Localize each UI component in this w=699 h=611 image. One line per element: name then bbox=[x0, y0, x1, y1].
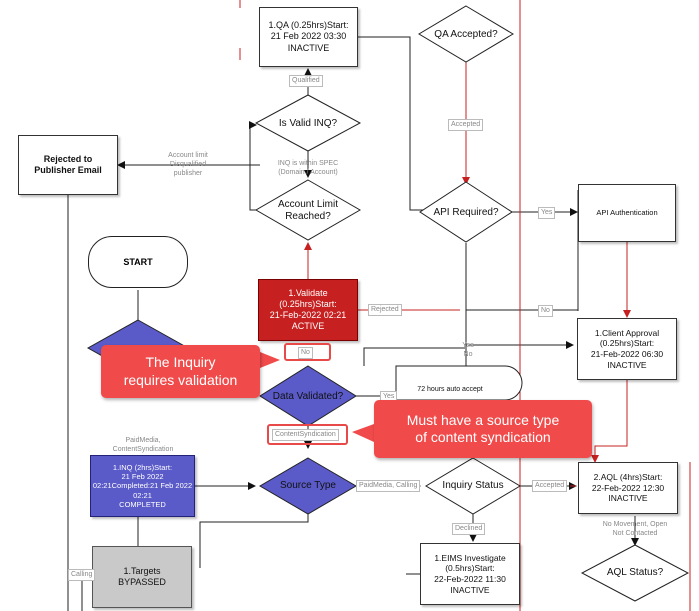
inquiry-status-diamond bbox=[425, 457, 521, 515]
start-node[interactable]: START bbox=[88, 236, 188, 288]
edge-label-qualified: Qualified bbox=[289, 75, 323, 87]
edge-label-yes-no: Yes No bbox=[462, 342, 474, 358]
qa-accepted-label: QA Accepted? bbox=[434, 29, 498, 40]
data-validated-diamond bbox=[259, 365, 357, 427]
edge-label-no-validate: No bbox=[298, 347, 313, 359]
data-validated-label: Data Validated? bbox=[272, 391, 344, 402]
edge-label-yes-api: Yes bbox=[538, 207, 556, 219]
inquiry-status-label: Inquiry Status bbox=[442, 480, 504, 491]
edge-label-accepted-top: Accepted bbox=[448, 119, 484, 131]
highlight-content-syndication bbox=[267, 424, 348, 445]
highlight-no-label bbox=[284, 343, 331, 361]
edge-label-accepted-status: Accepted bbox=[532, 480, 568, 492]
edge-label-content-syndication: ContentSyndication bbox=[272, 429, 339, 441]
edge-label-declined: Declined bbox=[452, 523, 486, 535]
api-authentication-node[interactable]: API Authentication bbox=[578, 184, 676, 242]
valid-inq-label: Is Valid INQ? bbox=[278, 118, 338, 129]
valid-inq-diamond bbox=[254, 94, 362, 152]
validate-node[interactable]: 1.Validate(0.25hrs)Start:21-Feb-2022 02:… bbox=[258, 279, 358, 341]
client-approval-node[interactable]: 1.Client Approval(0.25hrs)Start:21-Feb-2… bbox=[577, 318, 677, 380]
edge-label-paid-media-calling: PaidMedia, Calling bbox=[356, 480, 421, 492]
edge-label-rejected: Rejected bbox=[368, 304, 402, 316]
edge-label-no-api: No bbox=[538, 305, 553, 317]
auto-accept-shape bbox=[395, 365, 523, 401]
account-limit-diamond bbox=[254, 179, 362, 241]
eims-investigate-node[interactable]: 1.EIMS Investigate(0.5hrs)Start:22-Feb-2… bbox=[420, 543, 520, 605]
source-type-label: Source Type bbox=[280, 480, 336, 491]
aql-status-diamond bbox=[580, 544, 690, 602]
edge-label-calling: Calling bbox=[68, 569, 96, 581]
edge-label-account-limit: Account limit Disqualified publisher bbox=[168, 152, 208, 177]
edge-label-paid-media-cs: PaidMedia, ContentSyndication bbox=[100, 436, 186, 454]
qa-accepted-diamond bbox=[418, 5, 514, 63]
auto-accept-label: 72 hours auto accept bbox=[417, 385, 483, 393]
api-required-diamond bbox=[419, 181, 513, 243]
edge-label-no-movement: No Movement, Open Not Contacted bbox=[602, 521, 668, 537]
edge-label-inq-spec: INQ is within SPEC (Domain / Account) bbox=[277, 160, 339, 176]
api-required-label: API Required? bbox=[433, 207, 499, 218]
aql-status-label: AQL Status? bbox=[606, 567, 664, 578]
source-type-diamond bbox=[259, 457, 357, 515]
